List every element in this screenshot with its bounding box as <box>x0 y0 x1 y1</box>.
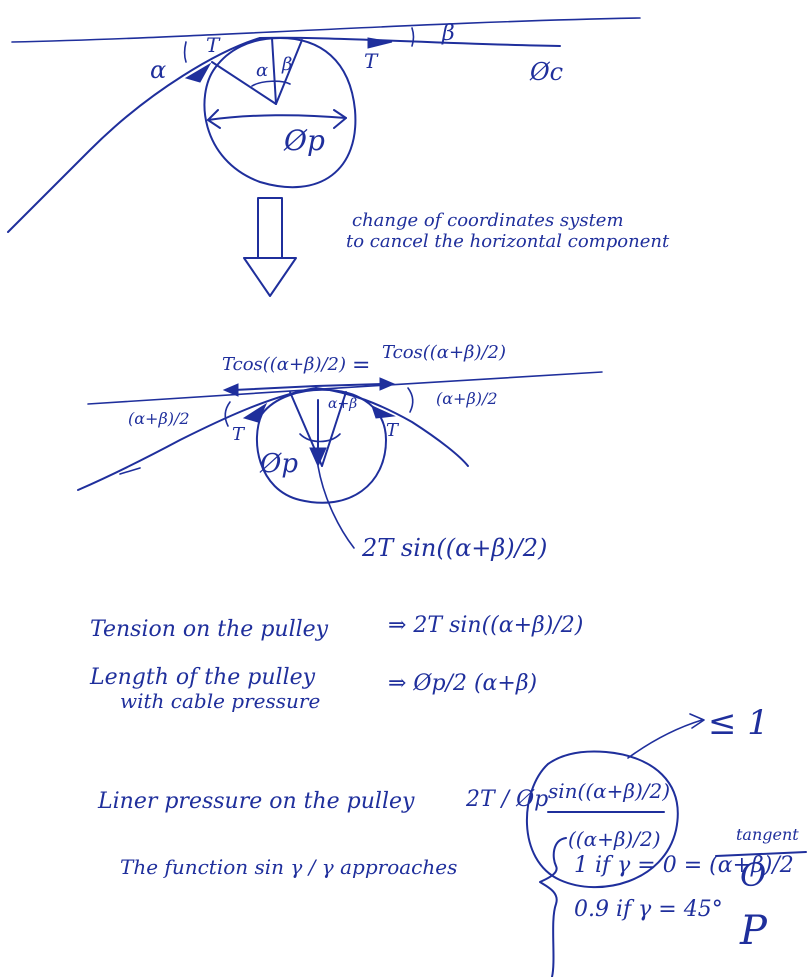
resultant-leader <box>317 465 355 549</box>
label-alpha-outer: α <box>150 56 166 84</box>
angle-label-left: (α+β)/2 <box>128 409 190 428</box>
pressure-fraction-numerator: sin((α+β)/2) <box>548 779 670 803</box>
cable-left <box>7 37 261 233</box>
label-beta-outer: β <box>441 21 455 46</box>
transition-note-line1: change of coordinates system <box>352 210 624 231</box>
radius-left <box>211 61 277 105</box>
equation-right: Tcos((α+β)/2) <box>382 342 506 363</box>
angle-arc-rotated-left <box>224 401 231 427</box>
diagram-original-pulley: α T α β T β Øc Øp <box>7 17 641 233</box>
pressure-fraction-denominator: ((α+β)/2) <box>568 827 661 851</box>
length-label-line2: with cable pressure <box>120 689 320 713</box>
reference-line-middle <box>87 371 603 405</box>
equation-sign: = <box>352 353 370 378</box>
label-tension-rotated-right: T <box>386 420 400 441</box>
radius-right <box>275 39 303 105</box>
radius-vertical <box>271 37 277 105</box>
reference-line-top <box>11 17 641 43</box>
angle-arc-outer-right <box>411 27 415 47</box>
cable-rotated-right <box>315 387 469 467</box>
angle-label-center: α+β <box>328 396 357 412</box>
label-pulley-diameter: Øp <box>283 124 325 157</box>
label-alpha-inner: α <box>256 60 268 81</box>
diameter-arrow <box>207 114 347 121</box>
length-value: ⇒ Øp/2 (α+β) <box>388 671 537 696</box>
tension-arrowhead-right <box>367 37 393 49</box>
results-section: Tension on the pulley ⇒ 2T sin((α+β)/2) … <box>89 613 807 977</box>
down-arrow-head <box>243 257 297 297</box>
force-arrow-right <box>315 383 383 387</box>
angle-arc-rotated <box>299 433 341 443</box>
bound-arrowhead <box>689 713 705 729</box>
transition-note-line2: to cancel the horizontal component <box>346 231 670 252</box>
tension-value: ⇒ 2T sin((α+β)/2) <box>388 613 583 638</box>
force-arrowhead-right <box>379 377 396 391</box>
angle-label-right: (α+β)/2 <box>436 389 498 408</box>
case-two: 0.9 if γ = 45° <box>574 897 723 922</box>
cases-brace <box>539 837 567 977</box>
diameter-arrowhead-right <box>333 109 347 129</box>
angle-arc-inner <box>251 80 291 87</box>
pressure-prefix: 2T / Øp <box>465 787 548 812</box>
label-pulley-diameter-rotated: Øp <box>259 449 298 479</box>
bound-arrow <box>627 719 703 759</box>
cable-rotated-left <box>77 387 317 491</box>
force-arrow-left <box>233 385 317 391</box>
angle-arc-rotated-right <box>407 387 414 413</box>
side-symbol-one: O <box>740 856 766 894</box>
pulley-circle-rotated <box>255 388 387 504</box>
label-cable-diameter: Øc <box>529 58 563 86</box>
function-label: The function sin γ / γ approaches <box>120 855 457 879</box>
diagram-rotated-pulley: Tcos((α+β)/2) = Tcos((α+β)/2) (α+β)/2 (α… <box>77 342 603 562</box>
length-label-line1: Length of the pulley <box>89 665 316 690</box>
label-tension-rotated-left: T <box>232 424 246 445</box>
label-tension-left: T <box>206 33 221 57</box>
bound-value: ≤ 1 <box>708 703 769 743</box>
side-underline <box>715 851 807 857</box>
force-arrowhead-left <box>222 383 239 397</box>
down-arrow-shaft <box>257 197 283 259</box>
case-one: 1 if γ = 0 = (α+β)/2 <box>574 853 794 878</box>
pressure-label: Liner pressure on the pulley <box>97 789 415 814</box>
tension-arrowhead-rotated-right <box>371 405 396 419</box>
circled-term <box>525 750 679 889</box>
transition-arrow: change of coordinates system to cancel t… <box>243 197 670 297</box>
diameter-arrowhead-left <box>207 109 221 129</box>
radius-rotated-right <box>321 391 347 467</box>
tension-arrowhead-left <box>184 62 212 83</box>
angle-arc-outer-left <box>183 41 187 63</box>
equation-left: Tcos((α+β)/2) <box>222 354 346 375</box>
tension-label: Tension on the pulley <box>90 617 329 642</box>
resultant-arrowhead <box>309 447 327 468</box>
cable-tick <box>119 467 141 475</box>
label-tension-right: T <box>364 49 379 73</box>
side-label: tangent <box>736 825 799 844</box>
pulley-circle <box>203 37 357 189</box>
label-beta-inner: β <box>281 54 292 75</box>
resultant-label: 2T sin((α+β)/2) <box>361 534 547 562</box>
side-symbol-two: P <box>739 908 768 954</box>
